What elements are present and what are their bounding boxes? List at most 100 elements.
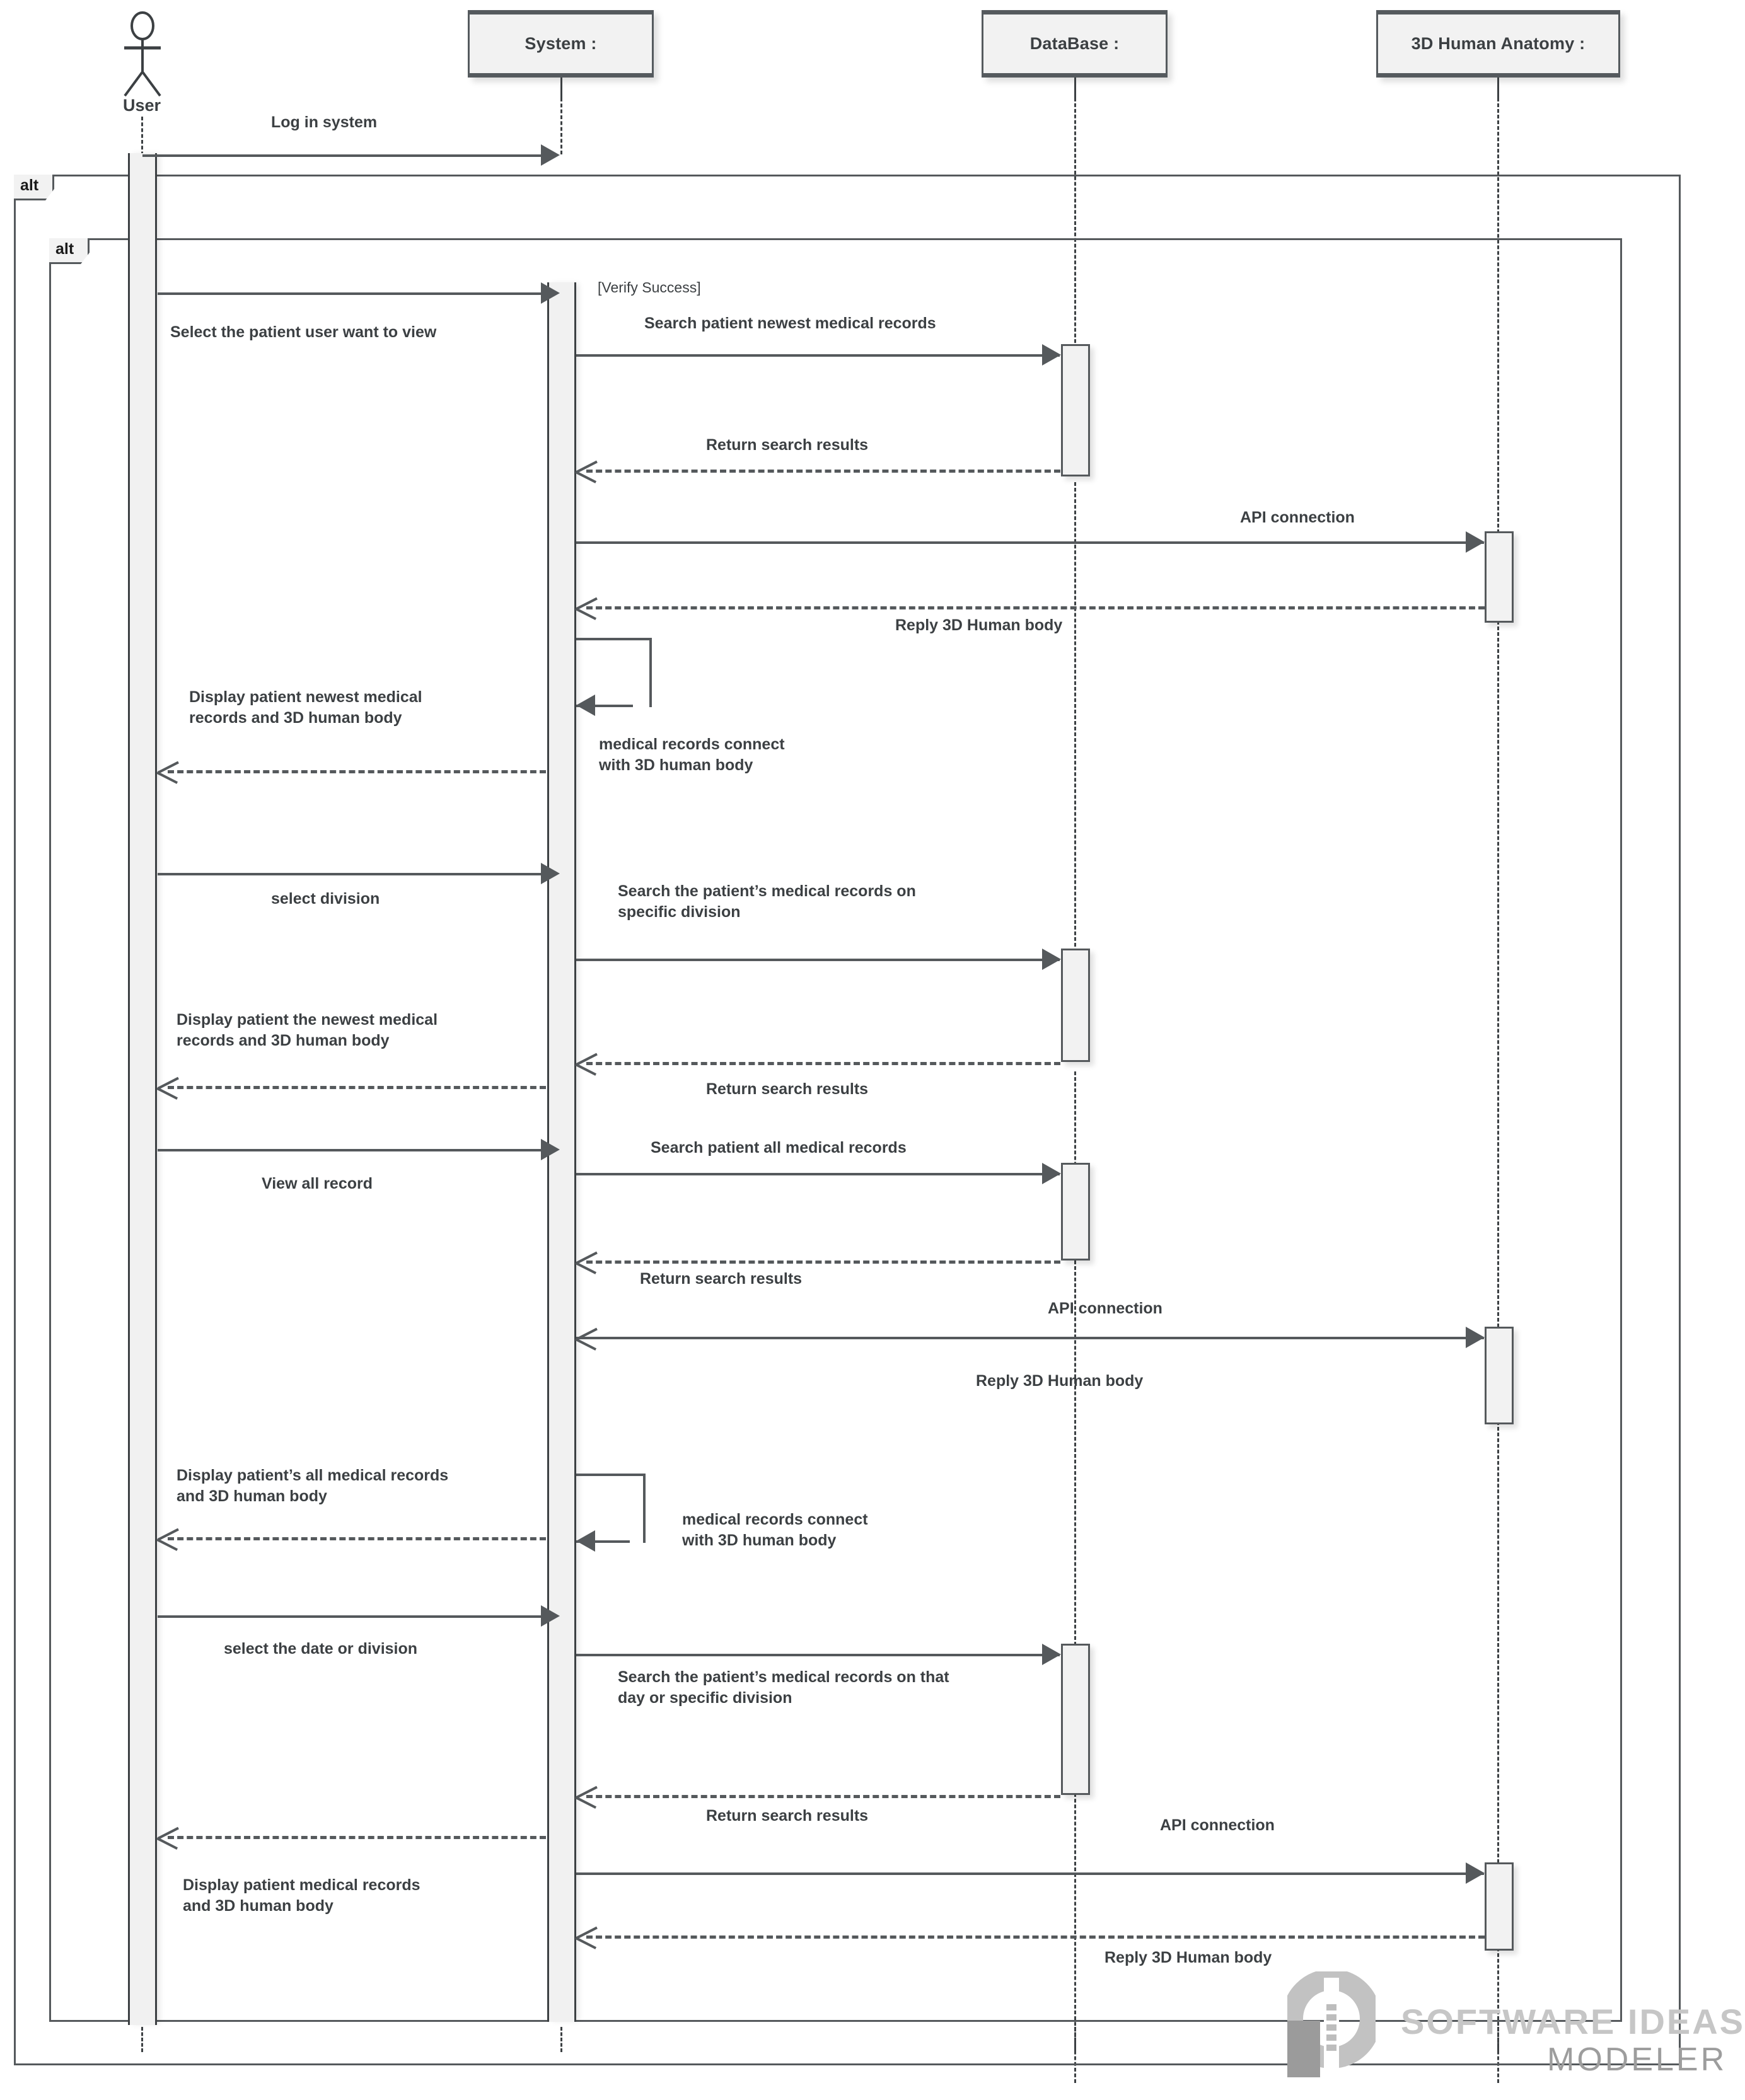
- arrowhead-m03: [1042, 344, 1061, 366]
- message-line-m03: [576, 354, 1060, 357]
- activation-anatomy-3: [1485, 1862, 1514, 1951]
- arrowhead-m12: [158, 1075, 179, 1100]
- arrowhead-m24: [576, 1924, 598, 1949]
- fragment-alt-outer-tag: alt: [14, 175, 55, 200]
- message-line-m01: [142, 154, 546, 157]
- message-label-m12: Display patient the newest medical recor…: [177, 1011, 438, 1049]
- message-line-m21: [576, 1654, 1060, 1656]
- lifeline-label-database: DataBase :: [1029, 34, 1120, 53]
- message-line-m20: [158, 1615, 546, 1618]
- arrowhead-m15: [576, 1249, 598, 1274]
- lifeline-dash-anatomy-3: [1497, 1421, 1499, 1869]
- arrowhead-m08: [158, 759, 179, 784]
- lifeline-dash-user: [141, 117, 143, 167]
- message-line-m02: [158, 292, 546, 295]
- message-line-m24: [586, 1936, 1485, 1939]
- message-label-m14: Search patient all medical records: [651, 1139, 907, 1157]
- message-label-m25: Display patient medical records and 3D h…: [183, 1876, 420, 1915]
- lifeline-stub-database: [1074, 78, 1076, 98]
- arrowhead-m19: [576, 1530, 595, 1552]
- arrowhead-m25: [158, 1825, 179, 1850]
- message-line-m05: [576, 541, 1484, 544]
- lifeline-dash-database-2: [1074, 482, 1076, 958]
- message-line-m25: [168, 1836, 546, 1839]
- lifeline-dash-system: [560, 98, 562, 154]
- fragment-alt-inner: [49, 238, 1622, 2022]
- lifeline-stub-system: [560, 78, 562, 98]
- lifeline-head-system[interactable]: System :: [468, 10, 654, 78]
- message-line-m06: [586, 606, 1485, 609]
- arrowhead-m09: [541, 863, 560, 884]
- fragment-alt-outer: [14, 175, 1681, 2065]
- guard-label-verify-success: [Verify Success]: [598, 279, 701, 296]
- activation-database-4: [1061, 1644, 1090, 1795]
- message-label-m13: View all record: [262, 1175, 373, 1192]
- activation-anatomy-1: [1485, 531, 1514, 623]
- message-line-m13: [158, 1149, 546, 1151]
- lifeline-dash-anatomy-4: [1497, 1947, 1499, 2083]
- arrowhead-m18: [158, 1526, 179, 1551]
- message-label-m06: Reply 3D Human body: [895, 616, 1063, 634]
- message-line-m04: [586, 470, 1060, 473]
- arrowhead-m04: [576, 458, 598, 483]
- lifeline-dash-database-4: [1074, 1261, 1076, 1651]
- lifeline-label-user: User: [122, 96, 161, 115]
- message-label-m09: select division: [271, 890, 380, 908]
- message-label-m07: medical records connect with 3D human bo…: [599, 736, 785, 774]
- message-self-m07: [576, 638, 652, 707]
- activation-user: [128, 153, 157, 2025]
- user-stick-figure-icon: [124, 11, 161, 97]
- message-line-m18: [168, 1537, 546, 1540]
- arrowhead-m22: [576, 1784, 598, 1809]
- arrowhead-m05: [1466, 531, 1485, 553]
- message-label-m02: Select the patient user want to view: [170, 323, 437, 341]
- activation-anatomy-2: [1485, 1327, 1514, 1424]
- lifeline-head-anatomy[interactable]: 3D Human Anatomy :: [1376, 10, 1620, 78]
- arrowhead-m20: [541, 1605, 560, 1627]
- lifeline-dash-anatomy: [1497, 98, 1499, 539]
- message-label-m10: Search the patient’s medical records on …: [618, 882, 916, 921]
- message-label-m24: Reply 3D Human body: [1104, 1949, 1272, 1966]
- lifeline-head-database[interactable]: DataBase :: [982, 10, 1168, 78]
- message-label-m22: Return search results: [706, 1807, 869, 1825]
- arrowhead-m16: [1466, 1327, 1485, 1348]
- lifeline-tail-user: [141, 2027, 143, 2052]
- message-line-m08: [168, 770, 546, 773]
- lifeline-tail-database: [1074, 2027, 1076, 2052]
- message-label-m05: API connection: [1240, 509, 1355, 526]
- activation-database-1: [1061, 344, 1090, 476]
- arrowhead-m02: [541, 282, 560, 304]
- lifeline-label-anatomy: 3D Human Anatomy :: [1411, 34, 1586, 53]
- lifeline-dash-anatomy-2: [1497, 621, 1499, 1333]
- message-line-m12: [168, 1086, 546, 1089]
- message-line-m15: [586, 1261, 1060, 1264]
- message-label-m17: Reply 3D Human body: [976, 1372, 1144, 1390]
- arrowhead-m13: [541, 1139, 560, 1160]
- fragment-alt-inner-tag: alt: [49, 238, 90, 264]
- message-label-m11: Return search results: [706, 1080, 869, 1098]
- arrowhead-m07: [576, 695, 595, 716]
- message-self-m19: [576, 1474, 646, 1543]
- lifeline-dash-database: [1074, 98, 1076, 354]
- message-line-m22: [586, 1795, 1060, 1798]
- lifeline-tail-anatomy: [1497, 2027, 1499, 2052]
- actor-user[interactable]: [113, 11, 171, 100]
- message-label-m01: Log in system: [271, 113, 378, 131]
- message-label-m23: API connection: [1160, 1816, 1275, 1834]
- message-label-m18: Display patient’s all medical records an…: [177, 1467, 449, 1505]
- message-line-m14: [576, 1173, 1060, 1175]
- message-label-m08: Display patient newest medical records a…: [189, 688, 422, 727]
- activation-database-3: [1061, 1163, 1090, 1261]
- arrowhead-m06: [576, 595, 598, 620]
- activation-database-2: [1061, 949, 1090, 1062]
- lifeline-tail-system: [560, 2027, 562, 2052]
- arrowhead-m23: [1466, 1862, 1485, 1884]
- arrowhead-m10: [1042, 949, 1061, 970]
- message-label-m04: Return search results: [706, 436, 869, 454]
- arrowhead-m14: [1042, 1163, 1061, 1184]
- arrowhead-m01: [541, 144, 560, 166]
- message-label-m21: Search the patient’s medical records on …: [618, 1668, 949, 1707]
- message-line-m23: [576, 1872, 1484, 1875]
- message-label-m20: select the date or division: [224, 1640, 418, 1658]
